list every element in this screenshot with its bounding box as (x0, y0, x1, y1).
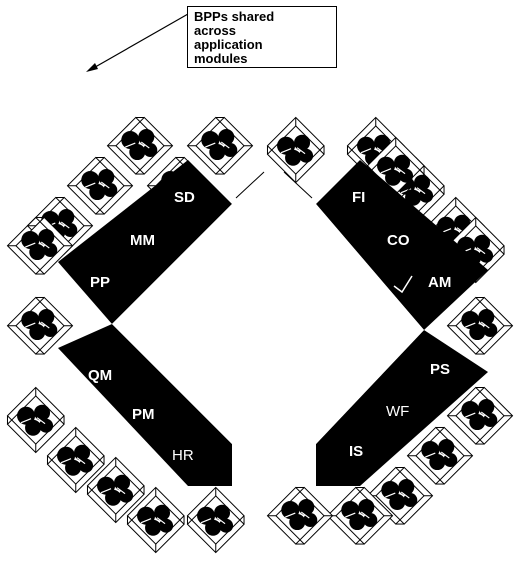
module-label-pm: PM (132, 406, 155, 423)
module-label-mm: MM (130, 232, 155, 249)
module-label-fi: FI (352, 189, 365, 206)
module-label-pp: PP (90, 274, 110, 291)
bpp-box (266, 481, 333, 548)
callout-line: BPPs shared (194, 10, 330, 24)
module-label-sd: SD (174, 189, 195, 206)
callout-line: across (194, 24, 330, 38)
bpp-box (182, 487, 249, 554)
module-label-wf: WF (386, 403, 409, 420)
module-label-is: IS (349, 443, 363, 460)
bpp-box (262, 117, 329, 184)
module-label-ps: PS (430, 361, 450, 378)
callout-line: application (194, 38, 330, 52)
module-label-qm: QM (88, 367, 112, 384)
bpp-box (106, 111, 173, 178)
callout-arrow (86, 14, 188, 72)
bpp-box (446, 291, 513, 358)
bpp-box (2, 387, 69, 454)
callout-box: BPPs shared across application modules (187, 6, 337, 68)
callout-line: modules (194, 52, 330, 66)
module-label-am: AM (428, 274, 451, 291)
module-label-hr: HR (172, 447, 194, 464)
module-label-co: CO (387, 232, 410, 249)
